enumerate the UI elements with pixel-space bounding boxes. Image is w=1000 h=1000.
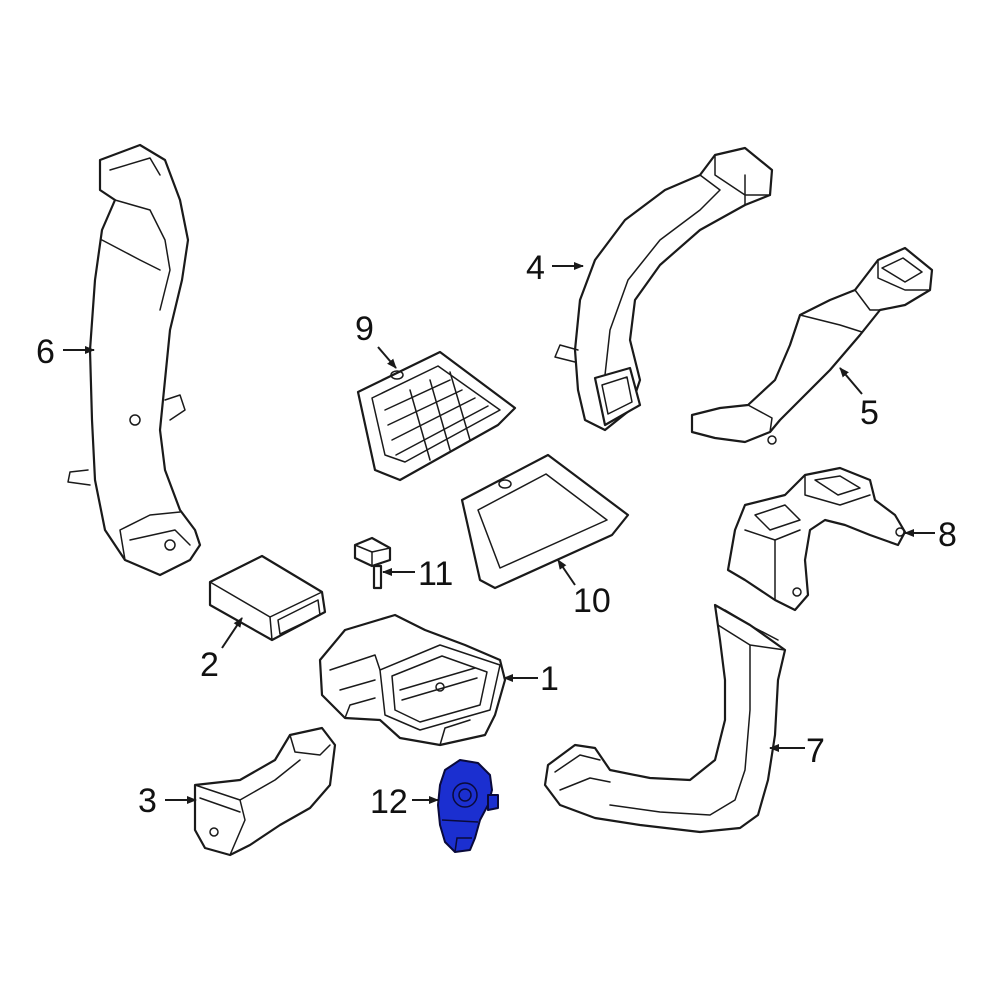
part-6-duct[interactable] <box>67 143 202 577</box>
leader-10 <box>557 559 576 586</box>
callout-9: 9 <box>355 310 374 348</box>
callout-4: 4 <box>526 249 545 287</box>
part-4-duct[interactable] <box>554 146 774 432</box>
part-7-duct[interactable] <box>543 603 787 834</box>
callout-8: 8 <box>938 516 957 554</box>
leader-2 <box>221 617 243 649</box>
part-3-duct[interactable] <box>193 726 337 857</box>
callout-6: 6 <box>36 333 55 371</box>
callout-10: 10 <box>573 582 611 620</box>
part-12-sensor[interactable] <box>437 759 499 853</box>
part-8-connector[interactable] <box>726 466 907 612</box>
leader-9 <box>377 346 397 369</box>
callout-11: 11 <box>418 555 453 593</box>
part-9-grille[interactable] <box>356 350 517 482</box>
part-1-housing[interactable] <box>318 613 507 747</box>
callout-labels: 1 2 3 4 5 6 7 8 9 10 11 12 <box>36 249 957 821</box>
callout-12: 12 <box>370 783 408 821</box>
part-2-duct[interactable] <box>208 554 327 642</box>
callout-2: 2 <box>200 646 219 684</box>
part-11-clip[interactable] <box>353 536 392 590</box>
part-5-duct[interactable] <box>690 246 934 445</box>
callout-leaders <box>63 262 935 804</box>
callout-1: 1 <box>540 660 559 698</box>
callout-3: 3 <box>138 782 157 820</box>
callout-7: 7 <box>806 732 825 770</box>
part-10-gasket[interactable] <box>460 453 630 590</box>
leader-5 <box>839 367 863 395</box>
callout-5: 5 <box>860 394 879 432</box>
